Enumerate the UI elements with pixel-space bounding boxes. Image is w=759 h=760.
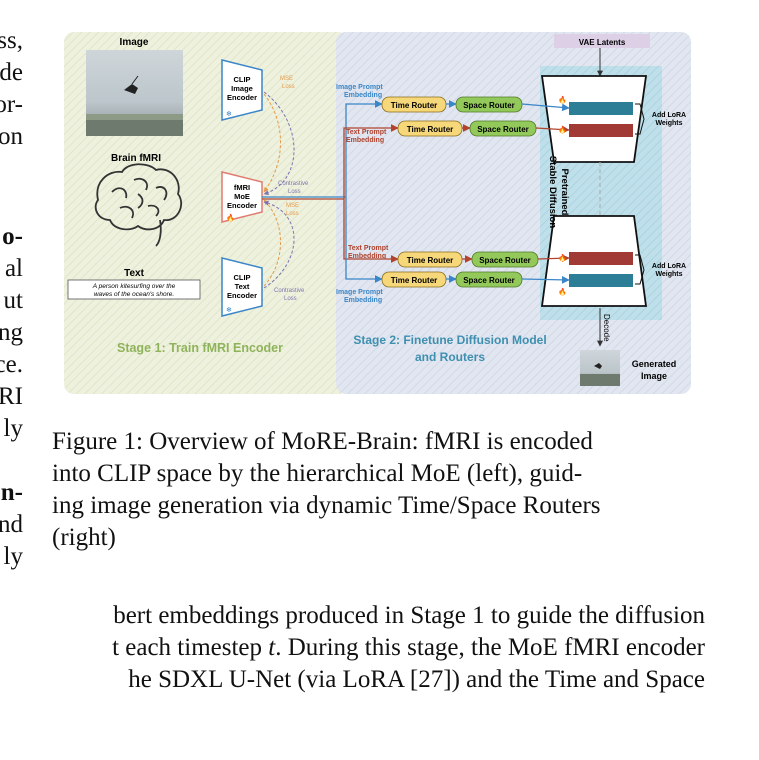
left-fragment: ng — [0, 319, 23, 346]
svg-text:Image: Image — [231, 84, 253, 93]
svg-text:🔥: 🔥 — [558, 95, 567, 104]
image-label: Image — [120, 37, 149, 48]
svg-text:Space Router: Space Router — [477, 125, 529, 134]
svg-text:CLIP: CLIP — [233, 273, 250, 282]
svg-text:Loss: Loss — [288, 189, 301, 195]
svg-text:Weights: Weights — [655, 120, 682, 127]
stage1-title: Stage 1: Train fMRI Encoder — [117, 341, 283, 355]
svg-text:Text Prompt: Text Prompt — [346, 129, 387, 136]
svg-text:MSE: MSE — [280, 76, 293, 82]
svg-text:Time Router: Time Router — [391, 101, 438, 110]
svg-text:Encoder: Encoder — [227, 291, 257, 300]
svg-text:🔥: 🔥 — [558, 125, 567, 134]
svg-text:MoE: MoE — [234, 192, 250, 201]
left-fragment: nd — [0, 511, 23, 538]
stage2-title-line1: Stage 2: Finetune Diffusion Model — [353, 333, 546, 347]
svg-text:Embedding: Embedding — [346, 137, 384, 144]
figure-1-diagram: Image Brain fMRI Text A person kitesurfi… — [64, 32, 691, 394]
text-prompt-line1: A person kitesurfing over the — [92, 283, 176, 290]
svg-text:Add LoRA: Add LoRA — [652, 112, 686, 119]
caption-line: Figure 1: Overview of MoRE-Brain: fMRI i… — [52, 428, 593, 455]
svg-text:Space Router: Space Router — [479, 256, 531, 265]
left-fragment: ly — [3, 543, 23, 570]
svg-text:Generated: Generated — [632, 359, 677, 369]
svg-text:Embedding: Embedding — [344, 92, 382, 99]
svg-text:Space Router: Space Router — [463, 101, 515, 110]
figure-caption: Figure 1: Overview of MoRE-Brain: fMRI i… — [52, 426, 712, 554]
clip-text-encoder: CLIP Text Encoder ❄ — [221, 257, 263, 317]
svg-text:fMRI: fMRI — [234, 183, 250, 192]
generated-image-thumb — [580, 350, 620, 386]
clip-image-encoder: CLIP Image Encoder ❄ — [221, 59, 263, 121]
svg-text:Embedding: Embedding — [348, 253, 386, 260]
svg-text:❄: ❄ — [226, 110, 232, 118]
text-prompt-line2: waves of the ocean's shore. — [94, 291, 175, 298]
svg-text:MSE: MSE — [286, 203, 299, 209]
left-fragment: n- — [0, 479, 23, 506]
router-row-3: Time Router Space Router — [397, 251, 539, 268]
left-fragment: de — [0, 59, 23, 86]
svg-text:Encoder: Encoder — [227, 93, 257, 102]
unet-encoder-trapezoid — [540, 75, 648, 163]
svg-text:🔥: 🔥 — [558, 253, 567, 262]
brain-fmri-label: Brain fMRI — [111, 153, 161, 164]
svg-text:Encoder: Encoder — [227, 201, 257, 210]
loss-curves — [263, 91, 295, 289]
vae-latents-box — [554, 34, 650, 48]
left-fragment: ut — [3, 287, 23, 314]
left-fragment: on — [0, 123, 23, 150]
svg-text:Decode: Decode — [602, 314, 611, 342]
left-fragment: ly — [3, 415, 23, 442]
svg-text:🔥: 🔥 — [558, 287, 567, 296]
text-label: Text — [124, 268, 144, 279]
svg-text:Weights: Weights — [655, 271, 682, 278]
svg-text:Add LoRA: Add LoRA — [652, 263, 686, 270]
svg-text:VAE Latents: VAE Latents — [579, 38, 626, 47]
svg-text:Contrastive: Contrastive — [278, 181, 309, 187]
router-row-2: Time Router Space Router — [397, 120, 537, 137]
svg-text:Loss: Loss — [286, 211, 299, 217]
svg-text:Time Router: Time Router — [391, 276, 438, 285]
svg-text:Image: Image — [641, 371, 667, 381]
svg-text:Space Router: Space Router — [463, 276, 515, 285]
prompt-connectors — [262, 100, 399, 283]
body-line: t each timestep t. During this stage, th… — [112, 634, 705, 661]
left-fragment: ss, — [0, 27, 23, 54]
svg-text:Stable Diffusion: Stable Diffusion — [547, 156, 558, 229]
svg-text:Image Prompt: Image Prompt — [336, 84, 383, 91]
svg-text:Text: Text — [235, 282, 250, 291]
caption-line: into CLIP space by the hierarchical MoE … — [52, 460, 583, 487]
svg-text:🔥: 🔥 — [226, 213, 235, 222]
svg-text:Pretrained: Pretrained — [559, 169, 570, 216]
svg-text:Text Prompt: Text Prompt — [348, 245, 389, 252]
body-line: he SDXL U-Net (via LoRA [27]) and the Ti… — [128, 666, 705, 693]
svg-text:Embedding: Embedding — [344, 297, 382, 304]
left-fragment: RI — [0, 383, 23, 410]
svg-text:Loss: Loss — [284, 296, 297, 302]
router-row-4: Time Router Space Router — [381, 271, 523, 288]
kitesurf-photo — [86, 50, 183, 136]
fmri-moe-encoder: fMRI MoE Encoder 🔥 — [221, 171, 263, 223]
brain-icon — [94, 163, 183, 247]
svg-text:Contrastive: Contrastive — [274, 288, 305, 294]
svg-text:Image Prompt: Image Prompt — [336, 289, 383, 296]
svg-text:Loss: Loss — [282, 84, 295, 90]
text-prompt-box — [67, 279, 201, 300]
router-row-1: Time Router Space Router — [381, 96, 523, 113]
stage2-title-line2: and Routers — [415, 350, 485, 364]
svg-text:Time Router: Time Router — [407, 125, 454, 134]
left-fragment: or- — [0, 91, 23, 118]
left-fragment: al — [4, 255, 23, 282]
left-fragment: ce. — [0, 351, 23, 378]
caption-line: ing image generation via dynamic Time/Sp… — [52, 492, 601, 519]
svg-text:❄: ❄ — [226, 306, 232, 314]
svg-text:CLIP: CLIP — [233, 75, 250, 84]
svg-text:Time Router: Time Router — [407, 256, 454, 265]
caption-line: (right) — [52, 524, 116, 551]
left-fragment: o- — [2, 223, 23, 250]
body-line: bert embeddings produced in Stage 1 to g… — [113, 602, 705, 629]
